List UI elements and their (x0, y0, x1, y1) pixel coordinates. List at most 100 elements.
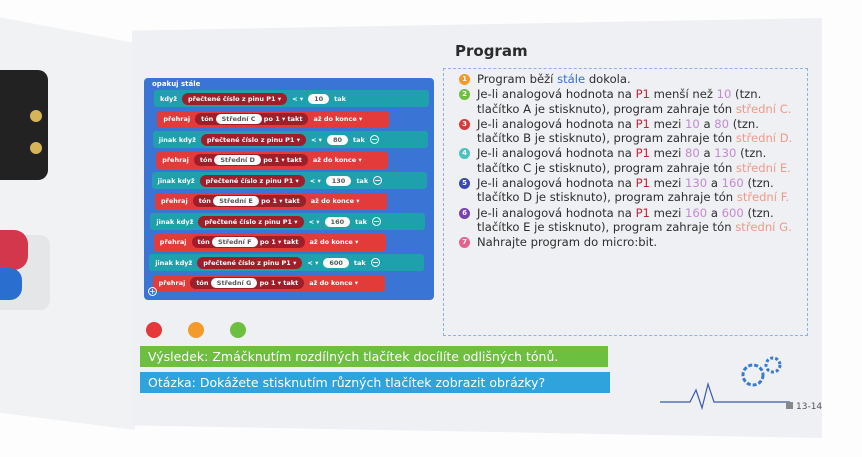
step-text: Je-li analogová hodnota na (477, 205, 636, 220)
step-text: střední G. (735, 219, 792, 234)
then-label: tak (356, 176, 369, 185)
play-tone-block: přehraj tón Střední E po 1 ▾ takt až do … (155, 192, 387, 210)
keyword: přehraj (158, 279, 186, 287)
keyword: jinak když (155, 258, 193, 267)
result-banner: Výsledek: Zmáčknutím rozdílných tlačítek… (140, 346, 608, 367)
step-text: mezi (649, 116, 686, 131)
mode-dropdown: až do konce ▾ (312, 156, 362, 164)
note-value: Střední F (211, 237, 258, 247)
pin (30, 110, 42, 122)
tone-block: tón Střední F po 1 ▾ takt (191, 236, 305, 248)
pin-dropdown: P1 ▾ (282, 217, 298, 226)
step-text: 160 (685, 205, 708, 220)
keyword: přehraj (159, 238, 187, 246)
step-text: P1 (635, 116, 650, 131)
read-pin-block: přečtené číslo z pinu P1 ▾ (200, 133, 306, 146)
step-text: (tzn. tlačítko A je stisknuto), program … (477, 87, 762, 116)
operator-dropdown: < ▾ (309, 176, 321, 185)
threshold-value: 10 (308, 93, 330, 104)
step-text: dokola. (585, 72, 631, 86)
step-text: střední E. (736, 160, 791, 175)
page-number: 13-14 (786, 402, 822, 412)
pin-dropdown: P1 ▾ (266, 94, 282, 103)
step-text: 80 (714, 116, 730, 131)
pin-dropdown: P1 ▾ (285, 135, 300, 144)
forever-label: opakuj stále (152, 80, 201, 88)
step-text: 600 (721, 205, 744, 220)
tone-label: tón (201, 115, 214, 123)
remove-icon: − (369, 135, 379, 144)
tone-block: tón Střední C po 1 ▾ takt (195, 113, 309, 125)
beats-dropdown: 1 ▾ takt (274, 156, 302, 164)
remove-icon: − (373, 176, 383, 185)
for-label: po (259, 238, 269, 246)
for-label: po (261, 197, 271, 205)
color-dot (146, 322, 162, 338)
step-text: P1 (635, 176, 650, 191)
step-text: Je-li analogová hodnota na (477, 116, 636, 131)
color-dot (230, 322, 246, 338)
play-tone-block: přehraj tón Střední F po 1 ▾ takt až do … (153, 233, 386, 251)
tone-label: tón (199, 156, 213, 164)
keyword: jinak když (156, 217, 194, 226)
threshold-value: 600 (323, 257, 349, 268)
step-text: P1 (635, 87, 650, 102)
step-text: a (707, 205, 722, 220)
play-tone-block: přehraj tón Střední C po 1 ▾ takt až do … (157, 110, 390, 128)
operator-dropdown: < ▾ (310, 135, 322, 144)
read-pin-block: přečtené číslo z pinu P1 ▾ (199, 174, 305, 187)
step-text: Nahrajte program do micro:bit. (477, 235, 658, 250)
mode-dropdown: až do konce ▾ (309, 238, 359, 246)
note-value: Střední G (210, 278, 258, 288)
remove-icon: − (371, 217, 381, 226)
if-block: jinak když přečtené číslo z pinu P1 ▾ < … (152, 131, 428, 148)
then-label: tak (355, 217, 367, 226)
keyword: když (160, 94, 177, 103)
step-text: 10 (716, 87, 732, 102)
for-label: po (263, 156, 273, 164)
step-text: mezi (649, 146, 686, 161)
gears-icon (741, 356, 782, 387)
threshold-value: 130 (325, 175, 352, 186)
step-text: P1 (635, 205, 650, 220)
color-dot (188, 322, 204, 338)
read-label: přečtené číslo z pinu (203, 258, 280, 267)
operator-dropdown: < ▾ (307, 258, 319, 267)
step-text: 10 (685, 116, 700, 131)
beats-dropdown: 1 ▾ takt (272, 197, 300, 205)
operator-dropdown: < ▾ (308, 217, 320, 226)
read-pin-block: přečtené číslo z pinu P1 ▾ (198, 215, 304, 228)
step-number-badge: 3 (459, 118, 470, 130)
mode-dropdown: až do konce ▾ (310, 197, 360, 205)
keyword: jinak když (157, 176, 195, 185)
step-text: 160 (721, 176, 744, 191)
step-text: stále (557, 72, 586, 86)
beats-dropdown: 1 ▾ takt (275, 115, 303, 123)
step-text: menší než (649, 87, 717, 102)
if-block: jinak když přečtené číslo z pinu P1 ▾ < … (150, 213, 426, 230)
step-number-badge: 1 (459, 74, 470, 85)
microbit-board-image (0, 70, 48, 180)
step-text: střední D. (735, 131, 793, 146)
step-number-badge: 6 (459, 207, 470, 219)
page-title: Program (455, 42, 528, 60)
then-label: tak (334, 94, 346, 103)
play-tone-block: přehraj tón Střední D po 1 ▾ takt až do … (156, 151, 389, 169)
step-text: (tzn. tlačítko C je stisknuto), program … (477, 146, 767, 175)
button-e-image (0, 268, 22, 300)
if-block: jinak když přečtené číslo z pinu P1 ▾ < … (151, 172, 427, 189)
steps-frame (443, 68, 808, 336)
question-banner: Otázka: Dokážete stisknutím různých tlač… (140, 372, 610, 393)
tone-label: tón (196, 279, 209, 287)
step-text: (tzn. tlačítko E je stisknuto), program … (477, 205, 774, 234)
note-value: Střední C (215, 114, 262, 124)
read-label: přečtené číslo z pinu (188, 94, 265, 103)
step-text: a (707, 176, 722, 191)
button-b-image (0, 230, 28, 270)
step-text: mezi (649, 176, 686, 191)
